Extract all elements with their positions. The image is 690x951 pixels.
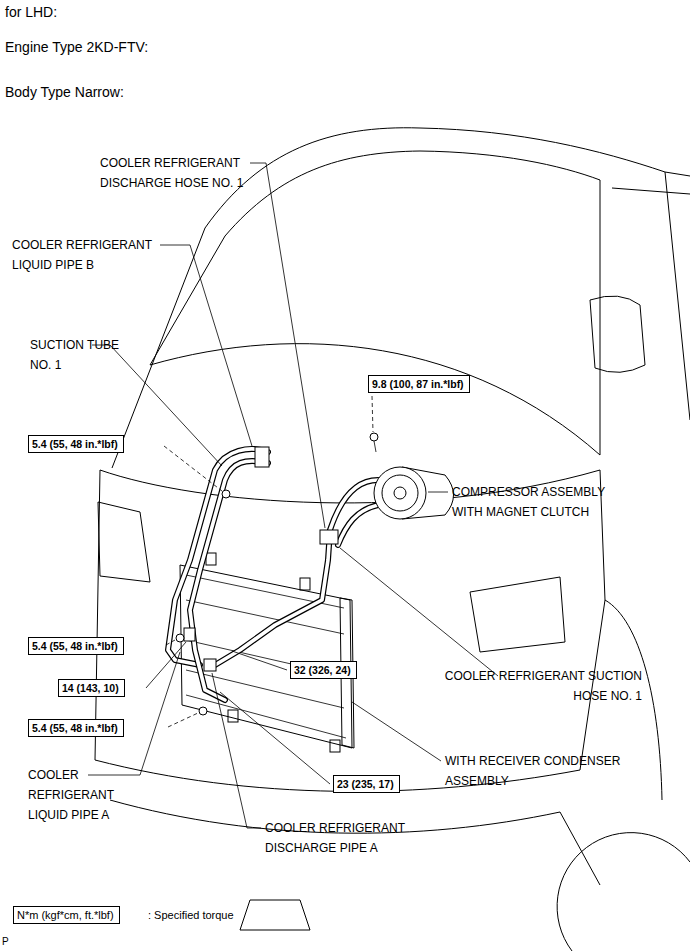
torque-value: N*m (kgf*cm, ft.*lbf) (17, 908, 116, 922)
part-name: COOLER REFRIGERANT DISCHARGE HOSE NO. 1 (100, 153, 260, 193)
part-name: COMPRESSOR ASSEMBLY WITH MAGNET CLUTCH (452, 482, 627, 522)
bolts (176, 433, 378, 715)
torque-box: 5.4 (55, 48 in.*lbf) (28, 435, 124, 453)
part-name: COOLER REFRIGERANT LIQUID PIPE B (12, 235, 172, 275)
van-outline (95, 128, 690, 951)
torque-value: 5.4 (55, 48 in.*lbf) (32, 639, 120, 653)
torque-value: 32 (326, 24) (294, 663, 353, 677)
part-name: COOLER REFRIGERANT DISCHARGE PIPE A (265, 818, 430, 858)
note: P (2, 936, 22, 948)
header-line: Body Type Narrow: (5, 82, 305, 102)
compressor (374, 467, 454, 519)
torque-box: 14 (143, 10) (58, 679, 125, 697)
torque-value: 9.8 (100, 87 in.*lbf) (372, 377, 466, 391)
refrigerant-pipes (168, 447, 378, 700)
part-name: COOLER REFRIGERANT LIQUID PIPE A (28, 765, 136, 825)
part-name: WITH RECEIVER CONDENSER ASSEMBLY (445, 751, 640, 791)
torque-box: 9.8 (100, 87 in.*lbf) (368, 375, 470, 393)
torque-box: 32 (326, 24) (290, 661, 357, 679)
note: : Specified torque (148, 906, 348, 924)
torque-value: 23 (235, 17) (337, 777, 396, 791)
torque-box: 23 (235, 17) (333, 775, 400, 793)
part-name: COOLER REFRIGERANT SUCTION HOSE NO. 1 (442, 666, 642, 706)
torque-box: N*m (kgf*cm, ft.*lbf) (13, 906, 120, 924)
header-line: for LHD: (5, 2, 305, 22)
torque-value: 5.4 (55, 48 in.*lbf) (32, 437, 120, 451)
torque-box: 5.4 (55, 48 in.*lbf) (28, 637, 124, 655)
torque-value: 14 (143, 10) (62, 681, 121, 695)
condenser (180, 553, 354, 752)
torque-box: 5.4 (55, 48 in.*lbf) (28, 719, 124, 737)
header-line: Engine Type 2KD-FTV: (5, 37, 305, 57)
leader-lines (88, 163, 498, 828)
part-name: SUCTION TUBE NO. 1 (30, 335, 120, 375)
torque-value: 5.4 (55, 48 in.*lbf) (32, 721, 120, 735)
